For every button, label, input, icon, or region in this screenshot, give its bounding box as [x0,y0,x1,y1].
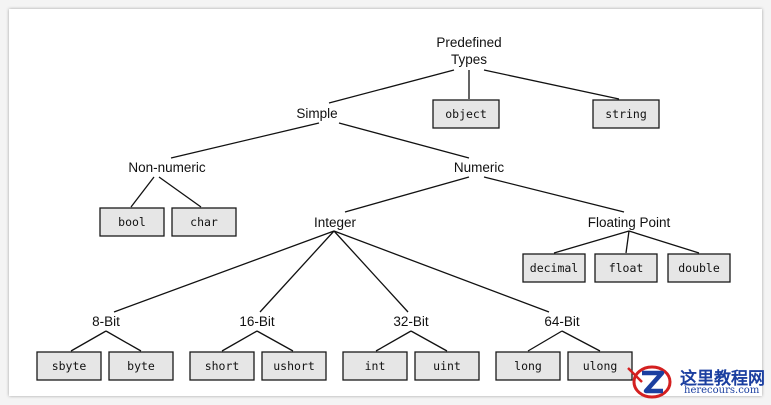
keyword-sbyte-label: sbyte [52,359,87,373]
keyword-ushort: ushort [261,351,327,381]
keyword-ulong-label: ulong [583,359,618,373]
edge-simple-nonnumeric [170,122,320,159]
edge-numeric-floating [483,176,625,213]
edge-8bit-sbyte [70,330,107,352]
node-predefined-types-line2: Types [451,52,487,67]
diagram-canvas: Predefined Types Simple Non-numeric Nume… [9,9,762,396]
keyword-char: char [171,207,237,237]
keyword-int-label: int [365,359,386,373]
node-floating-point: Floating Point [588,215,671,230]
edge-floating-double [628,230,700,254]
edge-8bit-byte [105,330,142,352]
edge-nonnumeric-bool [130,176,155,208]
keyword-short: short [189,351,255,381]
keyword-bool-label: bool [118,215,146,229]
edge-16bit-short [221,330,258,352]
node-non-numeric: Non-numeric [128,160,206,175]
edge-64bit-ulong [561,330,601,352]
edge-32bit-int [375,330,412,352]
edge-integer-64bit [333,230,550,313]
keyword-object-label: object [445,107,487,121]
watermark: 这里教程网 herecours.com [622,360,771,404]
z-logo-icon [627,365,672,399]
keyword-decimal-label: decimal [530,261,578,275]
edge-nonnumeric-char [158,176,202,208]
edge-16bit-ushort [256,330,294,352]
keyword-string-label: string [605,107,647,121]
edge-numeric-integer [344,176,470,213]
keyword-uint: uint [414,351,480,381]
watermark-url: herecours.com [684,385,760,396]
edge-integer-8bit [113,230,335,313]
node-predefined-types-line1: Predefined [436,35,501,50]
node-integer: Integer [314,215,357,230]
watermark-title: 这里教程网 [680,369,765,389]
node-32-bit: 32-Bit [393,314,429,329]
keyword-string: string [592,99,660,129]
edge-64bit-long [527,330,563,352]
keyword-sbyte: sbyte [36,351,102,381]
keyword-float: float [594,253,658,283]
edge-floating-decimal [553,230,630,254]
edge-floating-float [625,230,630,254]
keyword-ushort-label: ushort [273,359,315,373]
keyword-char-label: char [190,215,218,229]
node-16-bit: 16-Bit [239,314,275,329]
node-numeric: Numeric [454,160,505,175]
node-64-bit: 64-Bit [544,314,580,329]
keyword-uint-label: uint [433,359,461,373]
node-8-bit: 8-Bit [92,314,120,329]
keyword-object: object [432,99,500,129]
keyword-decimal: decimal [522,253,586,283]
type-hierarchy-tree: Predefined Types Simple Non-numeric Nume… [36,35,731,381]
edge-simple-numeric [338,122,470,159]
keyword-long-label: long [514,359,542,373]
edge-32bit-uint [410,330,448,352]
edge-integer-16bit [259,230,335,313]
keyword-bool: bool [99,207,165,237]
keyword-byte: byte [108,351,174,381]
keyword-byte-label: byte [127,359,155,373]
tree-edges [70,69,700,352]
node-simple: Simple [296,106,337,121]
keyword-double-label: double [678,261,720,275]
keyword-ulong: ulong [567,351,633,381]
keyword-short-label: short [205,359,240,373]
edge-predefined-simple [328,69,455,104]
edge-predefined-string [483,69,620,100]
keyword-float-label: float [609,261,644,275]
keyword-int: int [342,351,408,381]
keyword-double: double [667,253,731,283]
edge-integer-32bit [333,230,409,313]
keyword-long: long [495,351,561,381]
